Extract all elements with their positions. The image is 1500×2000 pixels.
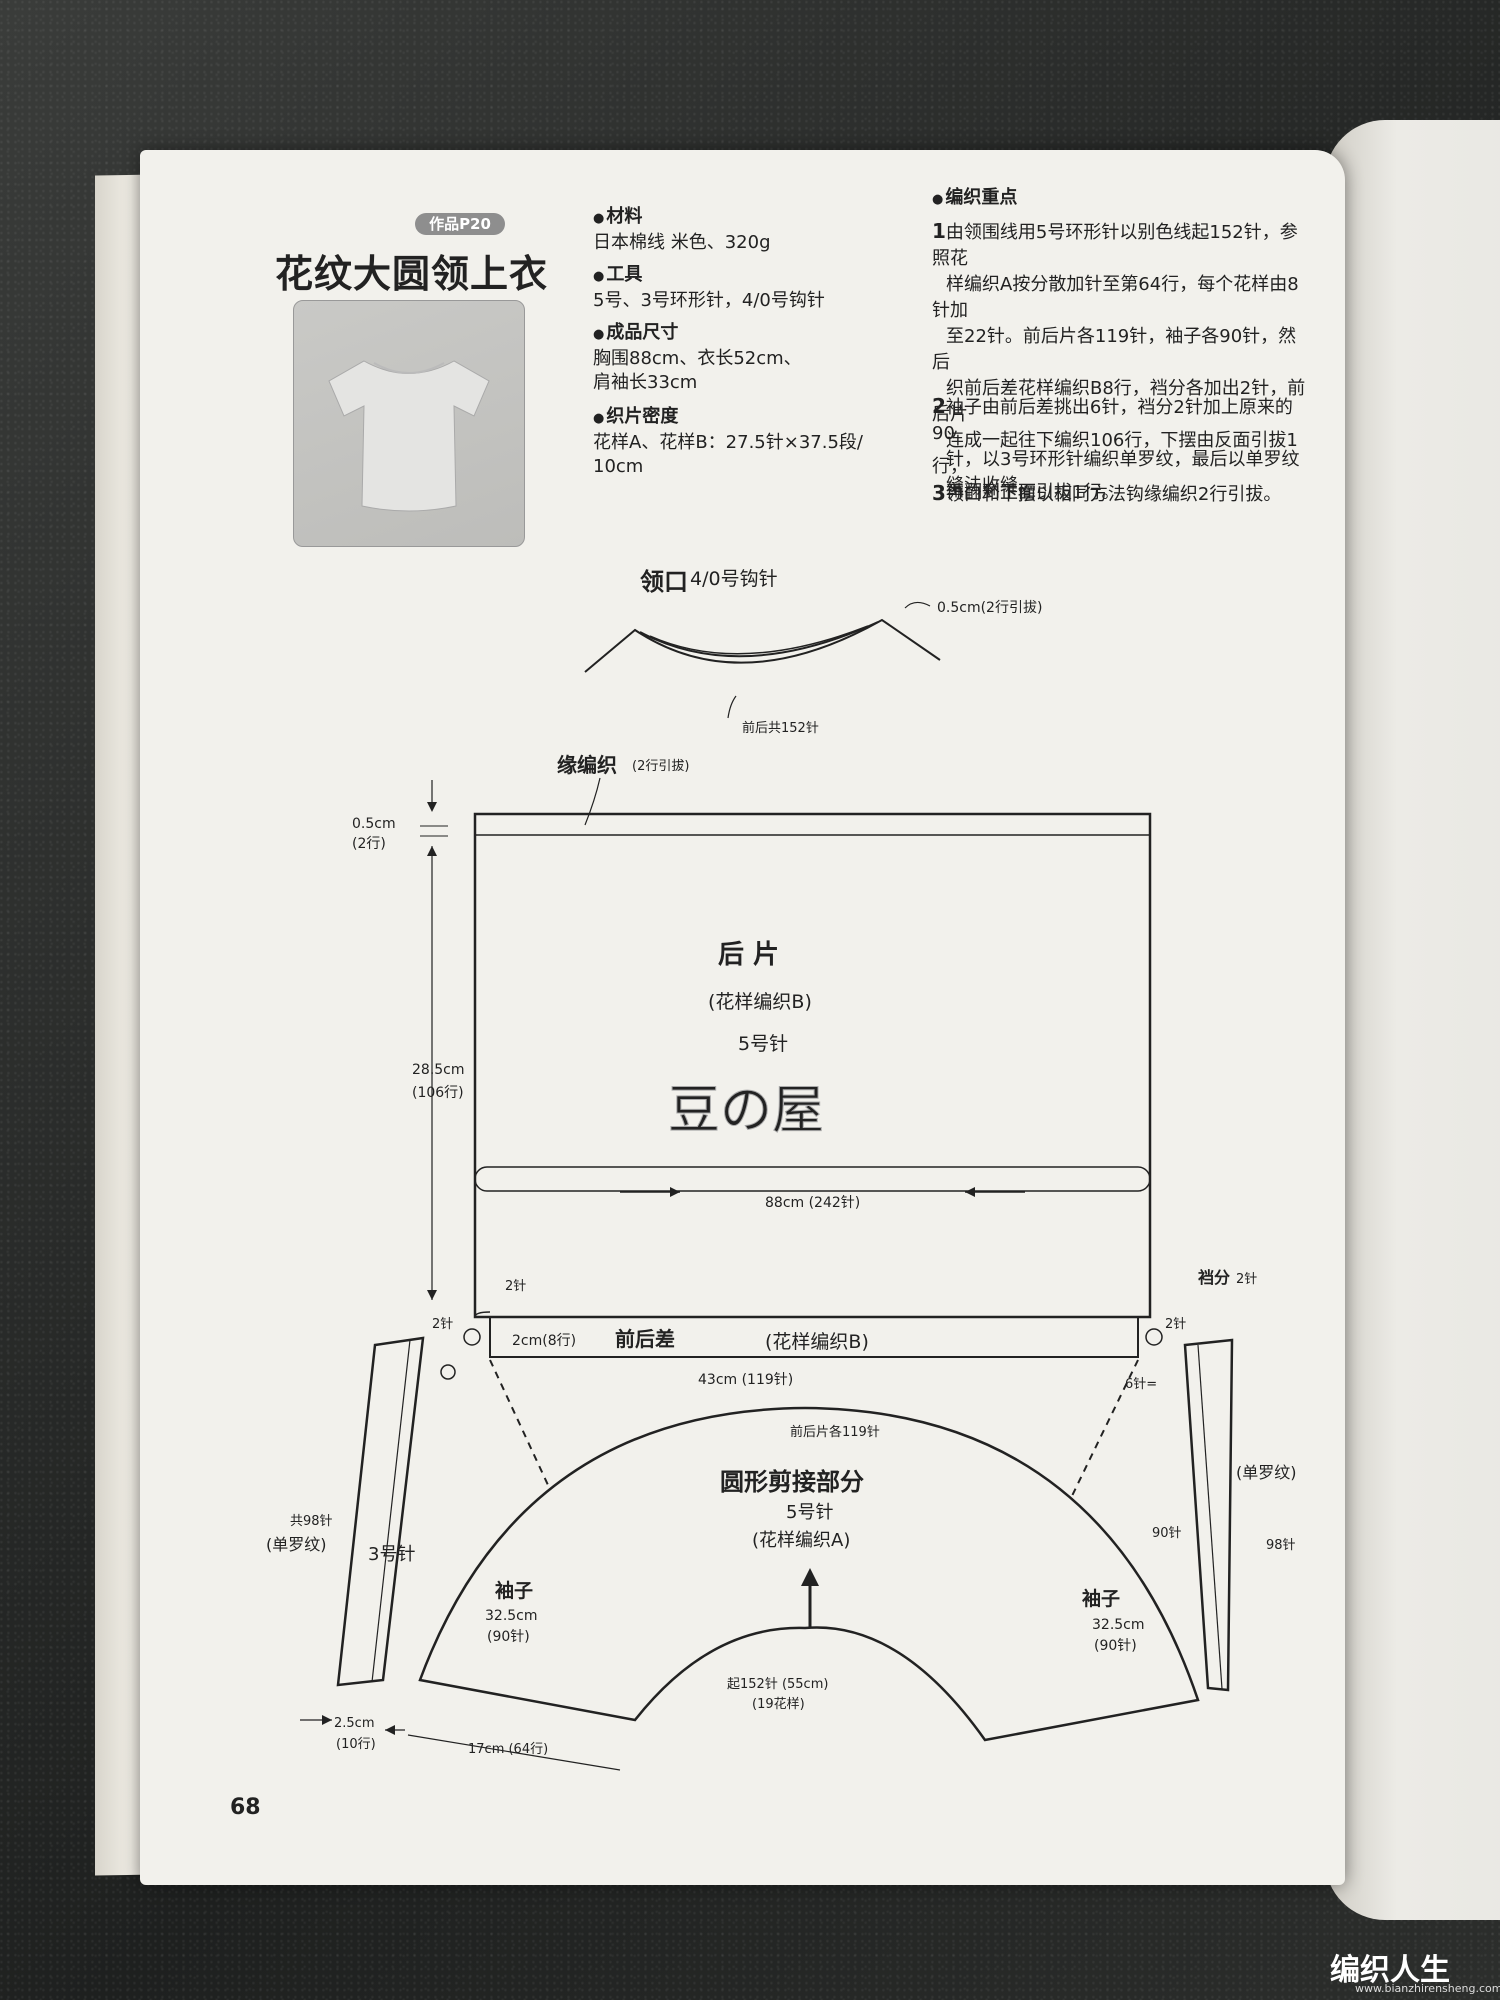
body-rows: (106行) bbox=[412, 1085, 464, 1101]
gauge-line-1: 花样A、花样B：27.5针×37.5段/ bbox=[593, 432, 863, 453]
gusset-stitches: 2针 bbox=[1236, 1272, 1257, 1287]
watermark-stamp: 豆の屋 bbox=[668, 1081, 824, 1141]
gauge-line-2: 10cm bbox=[593, 456, 644, 477]
yoke-count: 前后片各119针 bbox=[790, 1424, 880, 1440]
neck-border: 0.5cm(2行引拔) bbox=[937, 600, 1042, 616]
back-panel bbox=[473, 812, 1152, 1319]
sleeve-right-stitches: (90针) bbox=[1094, 1638, 1137, 1654]
yoke-title: 圆形剪接部分 bbox=[720, 1468, 864, 1496]
diff-pattern: (花样编织B) bbox=[765, 1331, 869, 1353]
yoke-depth: 17cm (64行) bbox=[468, 1742, 548, 1757]
tools-label: 工具 bbox=[593, 263, 825, 289]
site-url: www.bianzhirensheng.com bbox=[1355, 1982, 1500, 1995]
neckline-drawing bbox=[584, 601, 941, 719]
cuff-rib-left: (单罗纹) bbox=[266, 1535, 327, 1554]
diff-width: 43cm (119针) bbox=[698, 1372, 793, 1388]
cuff-total: 共98针 bbox=[290, 1514, 333, 1529]
back-pattern: (花样编织B) bbox=[708, 991, 812, 1013]
edge-height: 0.5cm bbox=[352, 816, 396, 832]
key-point-number: 2 bbox=[932, 394, 946, 418]
key-point-line: 缝法收缝。 bbox=[946, 475, 1036, 496]
key-point-1: 1由领围线用5号环形针以别色线起152针，参照花 样编织A按分散加针至第64行，… bbox=[932, 218, 1312, 506]
gauge-label: 织片密度 bbox=[593, 405, 863, 431]
start-repeat: (19花样) bbox=[752, 1696, 805, 1712]
tools-section: 工具 5号、3号环形针，4/0号钩针 bbox=[593, 263, 825, 313]
gusset-label: 裆分 bbox=[1198, 1268, 1230, 1287]
key-point-line: 连成一起往下编织106行，下摆由反面引拔1行， bbox=[932, 430, 1298, 477]
edge-note: (2行引拔) bbox=[632, 759, 689, 774]
front-back-diff-band bbox=[489, 1316, 1139, 1358]
page-number: 68 bbox=[230, 1795, 261, 1820]
cuff-right-98: 98针 bbox=[1266, 1538, 1296, 1553]
diff-title: 前后差 bbox=[615, 1327, 675, 1351]
key-point-line: 由领围线用5号环形针以别色线起152针，参照花 bbox=[932, 222, 1298, 269]
neck-hook: 4/0号钩针 bbox=[690, 568, 778, 590]
edge-rows: (2行) bbox=[352, 836, 386, 852]
yoke-needle: 5号针 bbox=[786, 1502, 833, 1523]
width-label: 88cm (242针) bbox=[765, 1195, 860, 1211]
key-point-3: 3领口和下摆以相同方法钩缘编织2行引拔。 bbox=[932, 480, 1312, 508]
garment-photo bbox=[293, 300, 525, 547]
sleeve-left-label: 袖子 bbox=[495, 1579, 533, 1602]
size-label: 成品尺寸 bbox=[593, 321, 802, 347]
six-stitches: 6针= bbox=[1125, 1377, 1157, 1392]
key-point-number: 3 bbox=[932, 481, 946, 505]
work-reference-badge: 作品P20 bbox=[415, 213, 505, 235]
materials-value: 日本棉线 米色、320g bbox=[593, 232, 771, 253]
key-point-line: 样编织A按分散加针至第64行，每个花样由8针加 bbox=[932, 274, 1299, 321]
sleeve-right-length: 32.5cm bbox=[1092, 1617, 1145, 1633]
materials-label: 材料 bbox=[593, 205, 771, 231]
key-point-line: 针，以3号环形针编织单罗纹，最后以单罗纹 bbox=[946, 449, 1300, 470]
edge-pointer bbox=[584, 777, 601, 826]
key-point-2: 2袖子由前后差挑出6针，裆分2针加上原来的90 针，以3号环形针编织单罗纹，最后… bbox=[932, 393, 1312, 499]
materials-section: 材料 日本棉线 米色、320g bbox=[593, 205, 771, 255]
pattern-title: 花纹大圆领上衣 bbox=[275, 252, 549, 296]
gauge-section: 织片密度 花样A、花样B：27.5针×37.5段/ 10cm bbox=[593, 405, 863, 479]
key-points-label: 编织重点 bbox=[932, 185, 1312, 213]
start-count: 起152针 (55cm) bbox=[727, 1677, 828, 1692]
key-point-line: 至22针。前后片各119针，袖子各90针，然后 bbox=[932, 326, 1297, 373]
sleeve-left-stitches: (90针) bbox=[487, 1629, 530, 1645]
key-point-line: 再翻到正面引拔1行。 bbox=[946, 482, 1120, 503]
cuff-right-90: 90针 bbox=[1152, 1526, 1182, 1541]
two-stitches-c: 2针 bbox=[1165, 1317, 1186, 1332]
left-cuff bbox=[336, 1336, 425, 1687]
cuff-width-rows: (10行) bbox=[336, 1737, 376, 1752]
sleeve-left-length: 32.5cm bbox=[485, 1608, 538, 1624]
yoke-pattern: (花样编织A) bbox=[752, 1530, 850, 1551]
two-stitches-a: 2针 bbox=[505, 1279, 526, 1294]
body-height: 28.5cm bbox=[412, 1062, 465, 1078]
site-brand: 编织人生 bbox=[1330, 1953, 1450, 1988]
neck-count: 前后共152针 bbox=[742, 720, 819, 736]
cuff-needle: 3号针 bbox=[368, 1544, 415, 1565]
size-line-2: 肩袖长33cm bbox=[593, 372, 698, 393]
edge-title: 缘编织 bbox=[557, 753, 617, 777]
cuff-rib-right: (单罗纹) bbox=[1236, 1463, 1297, 1482]
key-point-line: 领口和下摆以相同方法钩缘编织2行引拔。 bbox=[945, 484, 1282, 505]
diff-height: 2cm(8行) bbox=[512, 1333, 576, 1349]
cuff-width: 2.5cm bbox=[334, 1716, 375, 1731]
tools-value: 5号、3号环形针，4/0号钩针 bbox=[593, 290, 825, 311]
facing-page bbox=[1325, 120, 1500, 1920]
two-stitches-b: 2针 bbox=[432, 1317, 453, 1332]
size-section: 成品尺寸 胸围88cm、衣长52cm、 肩袖长33cm bbox=[593, 321, 802, 395]
yoke-shape bbox=[418, 1406, 1200, 1742]
hem-band bbox=[474, 1166, 1151, 1192]
size-line-1: 胸围88cm、衣长52cm、 bbox=[593, 348, 802, 369]
sleeve-right-label: 袖子 bbox=[1082, 1587, 1120, 1610]
key-point-line: 织前后差花样编织B8行，裆分各加出2针，前后片 bbox=[932, 378, 1306, 425]
key-point-line: 袖子由前后差挑出6针，裆分2针加上原来的90 bbox=[932, 397, 1293, 444]
neck-title: 领口 bbox=[640, 568, 688, 596]
key-point-number: 1 bbox=[932, 219, 946, 243]
right-cuff bbox=[1183, 1338, 1234, 1692]
back-title: 后 片 bbox=[718, 940, 779, 970]
sweater-thumbnail-icon bbox=[328, 360, 490, 512]
back-needle: 5号针 bbox=[738, 1033, 788, 1055]
